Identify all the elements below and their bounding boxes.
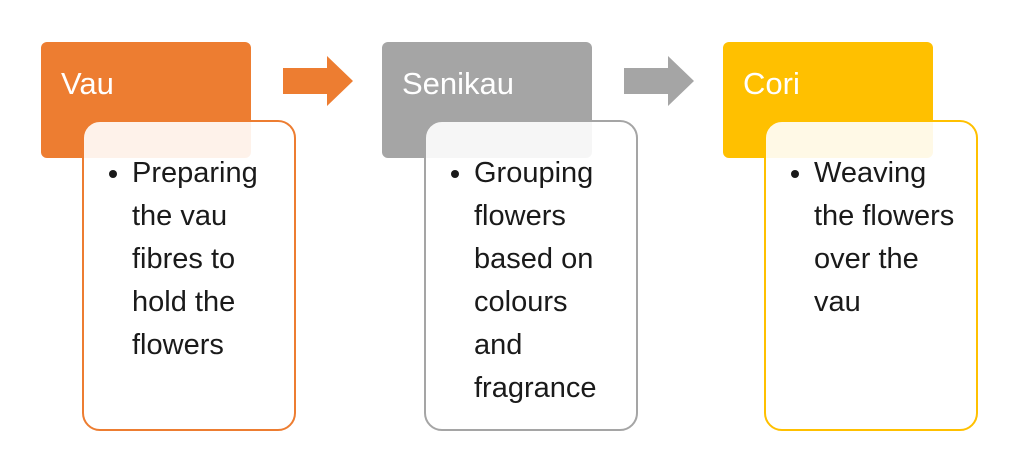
arrow-right-icon [283,56,353,106]
step-vau-card: Preparing the vau fibres to hold the flo… [82,120,296,431]
step-vau-bullet: Preparing the vau fibres to hold the flo… [132,152,278,367]
step-cori-bullet: Weaving the flowers over the vau [814,152,960,324]
step-cori-title: Cori [743,66,800,101]
arrow-right-icon [624,56,694,106]
step-cori-card: Weaving the flowers over the vau [764,120,978,431]
step-senikau-bullet: Grouping flowers based on colours and fr… [474,152,620,410]
step-senikau-card: Grouping flowers based on colours and fr… [424,120,638,431]
step-vau-title: Vau [61,66,114,101]
step-senikau-title: Senikau [402,66,515,101]
